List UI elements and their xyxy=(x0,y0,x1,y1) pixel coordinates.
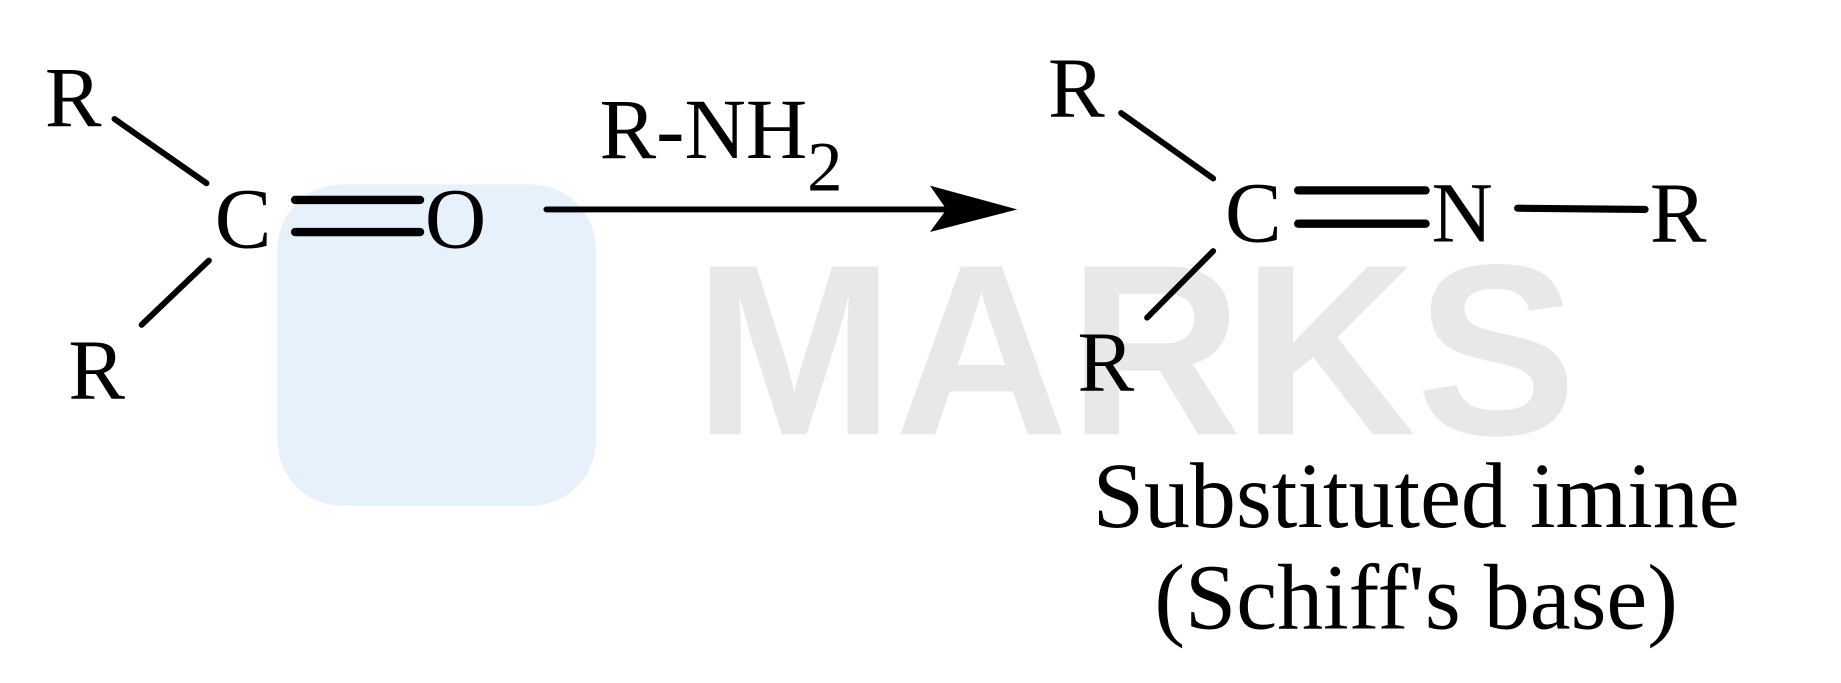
caption-line2: (Schiff's base) xyxy=(1154,546,1678,648)
watermark: MARKS xyxy=(277,184,1577,506)
reactant-carbonyl: R C O R xyxy=(45,51,486,418)
bond-r-top-c xyxy=(111,116,210,187)
reagent-subscript: 2 xyxy=(807,128,842,206)
reactant-r-top: R xyxy=(45,51,102,145)
reactant-carbon: C xyxy=(215,172,272,266)
bond-c-r-bottom xyxy=(138,257,212,328)
arrow-head xyxy=(929,185,1018,233)
product-carbon: C xyxy=(1225,166,1282,260)
product-r-right: R xyxy=(1650,166,1707,260)
reaction-arrow xyxy=(543,185,1018,233)
caption-line1: Substituted imine xyxy=(1093,445,1740,547)
product-r-top: R xyxy=(1048,41,1105,135)
product-nitrogen: N xyxy=(1431,166,1492,260)
product-r-bottom: R xyxy=(1077,315,1134,409)
product-imine: R C N R R xyxy=(1048,41,1707,409)
reactant-r-bottom: R xyxy=(68,323,125,417)
reagent-label: R-NH2 xyxy=(600,83,843,207)
bond-r-top-c xyxy=(1118,110,1217,182)
watermark-badge xyxy=(277,184,596,506)
reactant-oxygen: O xyxy=(425,172,486,266)
reagent-main: R-NH xyxy=(600,83,808,177)
bond-c-r-bottom xyxy=(1144,248,1217,321)
bond-n-r xyxy=(1514,204,1649,213)
watermark-text: MARKS xyxy=(694,214,1577,486)
